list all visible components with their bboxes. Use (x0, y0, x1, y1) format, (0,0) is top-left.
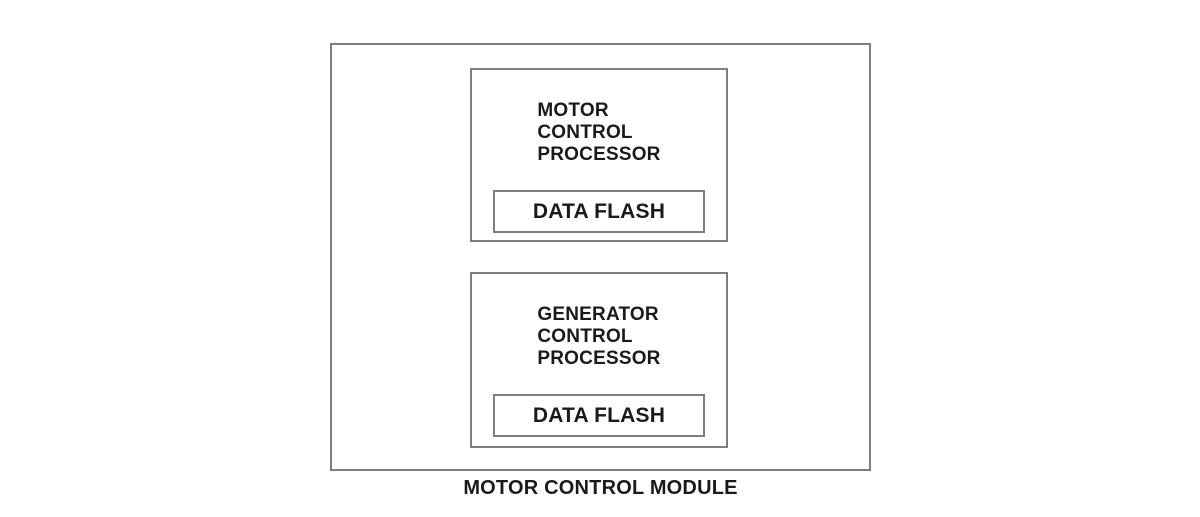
motor-control-processor-box: MOTOR CONTROL PROCESSOR DATA FLASH (470, 68, 728, 242)
processor-label-line: CONTROL (537, 326, 633, 347)
data-flash-label: DATA FLASH (532, 199, 666, 223)
processor-label-line: CONTROL (537, 122, 633, 143)
data-flash-box: DATA FLASH (493, 394, 705, 437)
data-flash-box: DATA FLASH (493, 190, 705, 233)
processor-label-line: PROCESSOR (537, 348, 661, 369)
data-flash-label: DATA FLASH (532, 403, 666, 427)
processor-label-line: GENERATOR (537, 304, 659, 325)
processor-label-line: PROCESSOR (537, 144, 661, 165)
generator-control-processor-box: GENERATOR CONTROL PROCESSOR DATA FLASH (470, 272, 728, 448)
module-label: MOTOR CONTROL MODULE (463, 477, 738, 499)
processor-label-line: MOTOR (537, 100, 609, 121)
motor-control-module-box: MOTOR CONTROL PROCESSOR DATA FLASH GENER… (330, 43, 871, 471)
processor-label: GENERATOR CONTROL PROCESSOR (537, 304, 660, 370)
processor-label: MOTOR CONTROL PROCESSOR (537, 100, 660, 166)
